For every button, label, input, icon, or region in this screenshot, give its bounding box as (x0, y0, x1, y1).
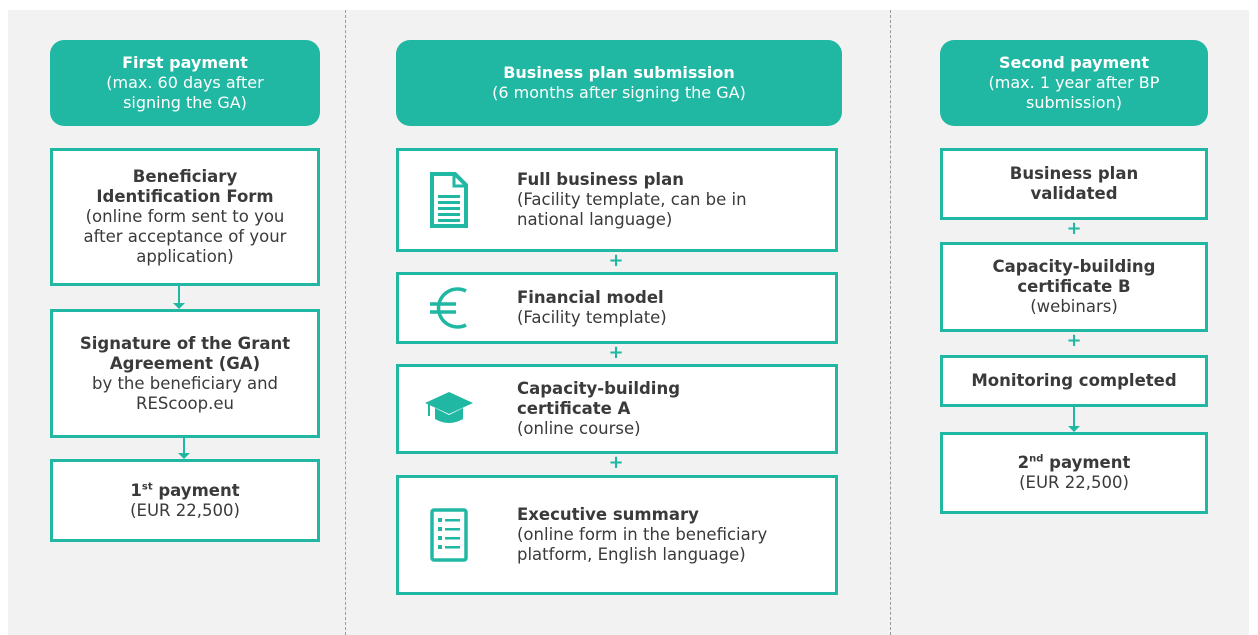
plus-connector: + (1066, 330, 1082, 351)
step-title: Capacity-building certificate B (992, 257, 1156, 296)
step-desc: (online form sent to you after acceptanc… (83, 207, 287, 266)
step-title: 1st payment (130, 480, 240, 500)
capacity-certificate-b-step: Capacity-building certificate B (webinar… (940, 242, 1208, 332)
second-payment-header: Second payment (max. 1 year after BP sub… (940, 40, 1208, 126)
step-desc: (EUR 22,500) (1019, 473, 1129, 492)
header-subtitle: (max. 1 year after BP submission) (988, 73, 1160, 112)
down-arrow (178, 438, 190, 459)
header-subtitle: (6 months after signing the GA) (492, 83, 746, 102)
capacity-certificate-a-step: Capacity-building certificate A (online … (396, 364, 838, 454)
business-plan-validated-step: Business plan validated (940, 148, 1208, 220)
graduation-cap-icon (399, 390, 499, 428)
monitoring-completed-step: Monitoring completed (940, 355, 1208, 407)
down-arrow (1068, 407, 1080, 432)
step-desc: (webinars) (1030, 297, 1118, 316)
first-payment-step: 1st payment (EUR 22,500) (50, 459, 320, 542)
plus-connector: + (608, 452, 624, 473)
plus-connector: + (1066, 218, 1082, 239)
step-title: Capacity-building certificate A (517, 379, 681, 418)
column-divider (890, 10, 891, 635)
financial-model-step: Financial model (Facility template) (396, 272, 838, 344)
step-desc: by the beneficiary and REScoop.eu (91, 373, 279, 413)
document-icon (399, 171, 499, 229)
step-desc: (EUR 22,500) (130, 500, 240, 520)
grant-agreement-step: Signature of the Grant Agreement (GA) by… (50, 309, 320, 438)
header-title: First payment (122, 53, 248, 72)
step-title: Full business plan (517, 170, 684, 189)
second-payment-step: 2nd payment (EUR 22,500) (940, 432, 1208, 514)
step-title: Financial model (517, 288, 664, 307)
step-title: Beneficiary Identification Form (96, 167, 274, 206)
executive-summary-step: Executive summary (online form in the be… (396, 475, 838, 595)
step-desc: (Facility template) (517, 308, 667, 327)
step-title: Business plan validated (1009, 164, 1139, 203)
checklist-icon (399, 507, 499, 563)
business-plan-header: Business plan submission (6 months after… (396, 40, 842, 126)
step-desc: (online form in the beneficiary platform… (517, 525, 768, 564)
euro-icon (399, 285, 499, 331)
header-title: Second payment (998, 53, 1149, 72)
step-title: 2nd payment (1017, 453, 1131, 472)
header-subtitle: (max. 60 days after signing the GA) (106, 73, 264, 112)
plus-connector: + (608, 342, 624, 363)
down-arrow (173, 286, 185, 309)
step-title: Signature of the Grant Agreement (GA) (79, 333, 291, 373)
step-desc: (online course) (517, 419, 641, 438)
first-payment-header: First payment (max. 60 days after signin… (50, 40, 320, 126)
beneficiary-id-form-step: Beneficiary Identification Form (online … (50, 148, 320, 286)
column-divider (345, 10, 346, 635)
step-title: Monitoring completed (971, 371, 1177, 390)
step-desc: (Facility template, can be in national l… (517, 190, 747, 229)
step-title: Executive summary (517, 505, 699, 524)
header-title: Business plan submission (503, 63, 735, 82)
full-business-plan-step: Full business plan (Facility template, c… (396, 148, 838, 252)
plus-connector: + (608, 250, 624, 271)
